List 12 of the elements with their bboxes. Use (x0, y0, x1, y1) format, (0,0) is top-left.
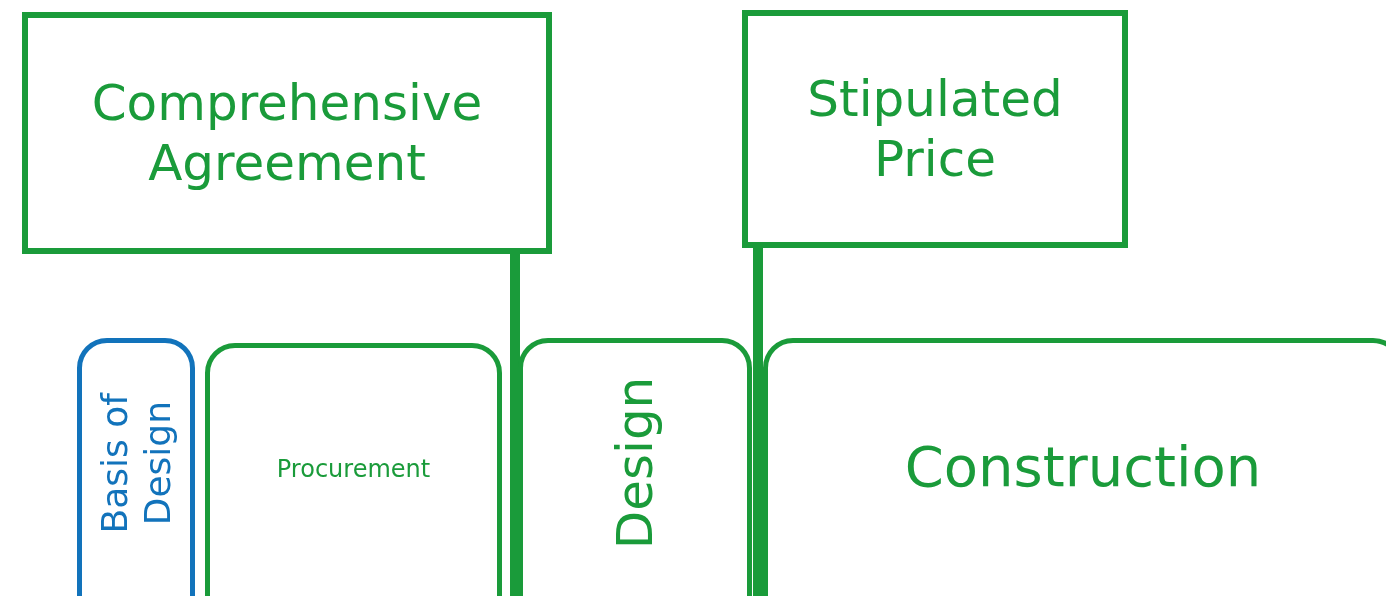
sign-board (742, 10, 1128, 248)
sign-board (22, 12, 552, 254)
phase-label: Construction (903, 433, 1263, 501)
sign-title: Stipulated Price (806, 69, 1064, 189)
phase-box (77, 338, 195, 596)
phase-label: Basis of Design (92, 391, 179, 536)
phase-label: Procurement (275, 455, 432, 484)
sign-title: Comprehensive Agreement (90, 73, 484, 193)
phase-box (518, 338, 752, 596)
phase-box (205, 343, 502, 596)
phase-box (763, 338, 1386, 596)
phase-label: Design (605, 375, 665, 552)
